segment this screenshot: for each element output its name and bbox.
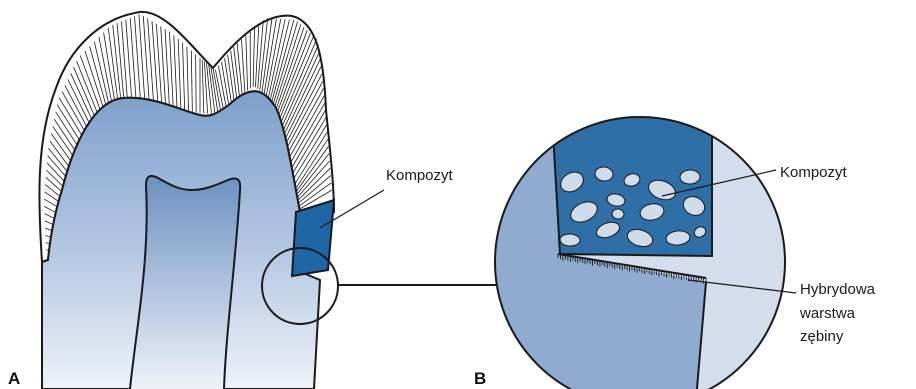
panel-letter-b: B	[474, 369, 486, 388]
label-composite-b: Kompozyt	[780, 164, 848, 181]
composite-filling	[292, 200, 334, 276]
label-hybrid-line-1: Hybrydowa	[800, 281, 876, 298]
label-composite-a: Kompozyt	[386, 167, 454, 184]
tooth-illustration	[39, 12, 338, 389]
enamel-rod	[196, 54, 197, 113]
panel-letter-a: A	[8, 369, 20, 388]
pulp-chamber	[130, 176, 240, 389]
magnified-view	[480, 100, 785, 389]
label-hybrid-line-2: warstwa	[799, 305, 856, 322]
label-hybrid-line-3: zębiny	[800, 328, 844, 345]
filler-particle	[680, 170, 700, 185]
